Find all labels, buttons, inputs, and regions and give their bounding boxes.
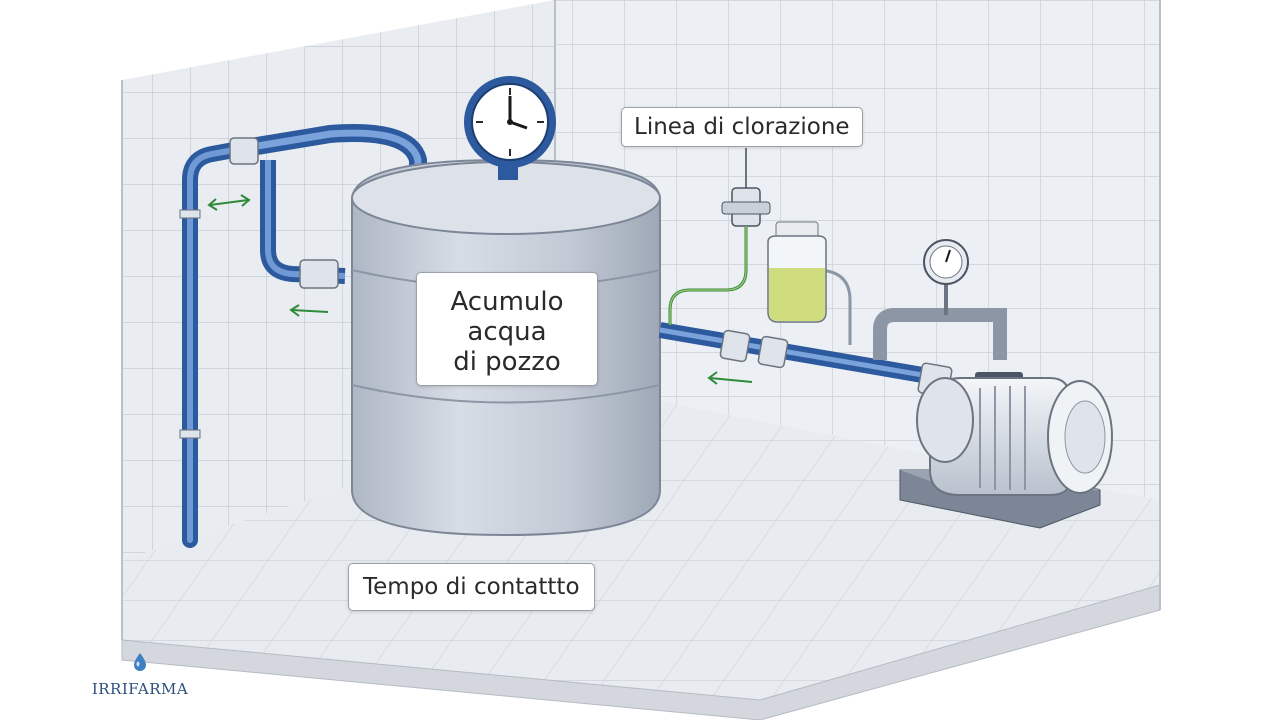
tank-label-line-1: Acumulo [450, 287, 564, 317]
water-drop-icon [134, 653, 146, 671]
flow-arrows [207, 194, 753, 385]
logo-text: IRRIFARMA [91, 680, 189, 698]
outlet-pipe [658, 322, 953, 398]
chlorine-tank [767, 221, 827, 323]
chlorination-line [668, 148, 852, 345]
brand-logo: IRRIFARMA [80, 652, 200, 698]
contact-time-label: Tempo di contattto [348, 563, 595, 611]
chlorination-line-label: Linea di clorazione [621, 107, 863, 147]
pump [899, 372, 1113, 529]
arrow-main-pipe [707, 371, 753, 385]
clock-icon [464, 76, 556, 180]
tank-label-line-3: di pozzo [453, 347, 561, 377]
arrow-left-upper [207, 194, 251, 211]
tank-label-line-2: acqua [467, 317, 547, 347]
tank-label: Acumulo acqua di pozzo [416, 272, 598, 386]
pressure-gauge [873, 239, 1007, 360]
arrow-left-lower [289, 304, 329, 317]
